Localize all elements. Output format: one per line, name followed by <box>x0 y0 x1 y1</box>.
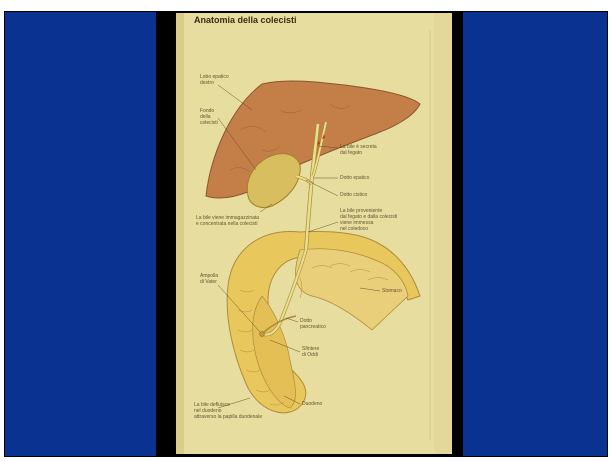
label-bile-defluisce: La bile defluisce nel duodeno attraverso… <box>194 402 262 420</box>
label-fondo: Fondo della colecisti <box>200 108 218 126</box>
label-dotto-cistico: Dotto cistico <box>340 192 367 198</box>
ampulla-of-vater <box>260 332 265 337</box>
label-dotto-pancreatico: Dotto pancreatico <box>300 318 326 330</box>
slide-title: Anatomia della colecisti <box>194 15 297 25</box>
label-bile-proveniente: La bile proveniente dal fegato e dalla c… <box>340 208 397 232</box>
label-duodeno: Duodeno <box>302 401 322 407</box>
label-sfintere: Sfintere di Oddi <box>302 346 319 358</box>
label-lobo: Lobo epatico destro <box>200 74 229 86</box>
label-ampolla: Ampolla di Vater <box>200 273 218 285</box>
film-edge-right <box>434 13 452 454</box>
label-dotto-epatico: Dotto epatico <box>340 175 369 181</box>
film-edge-left <box>176 13 184 454</box>
label-bile-secreta: La bile è secreta dal fegato <box>340 144 377 156</box>
label-bile-immagazzinata: La bile viene immagazzinata e concentrat… <box>196 215 259 227</box>
label-stomaco: Stomaco <box>382 288 402 294</box>
